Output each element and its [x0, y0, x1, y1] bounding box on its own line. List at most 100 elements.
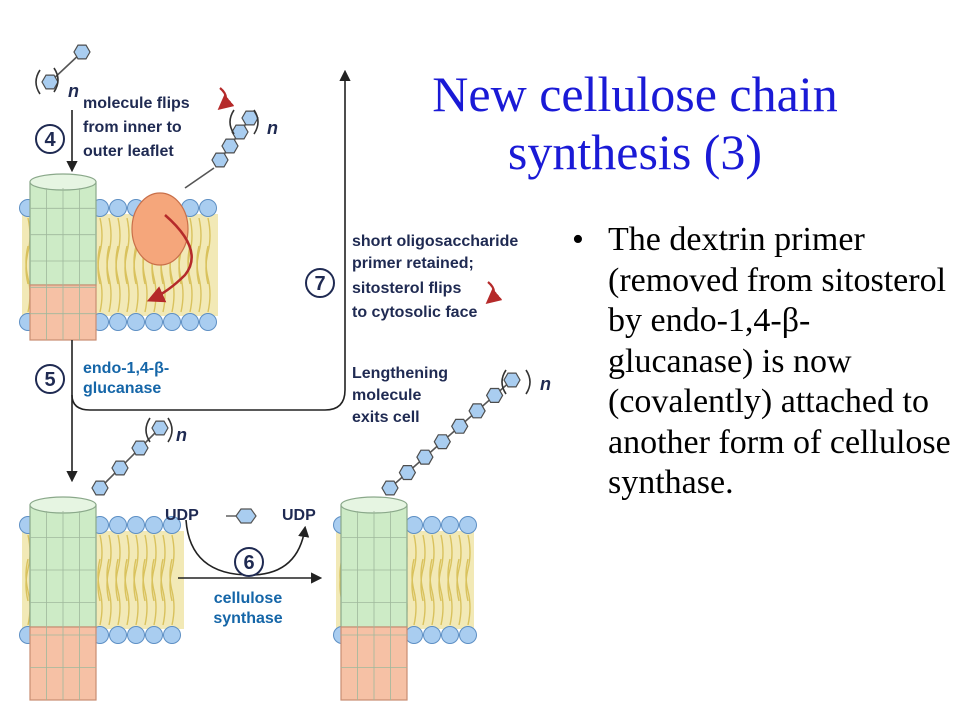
glucose-hexagon — [433, 434, 451, 450]
lengthening-label-line1: Lengthening — [352, 365, 448, 382]
paren-step4-open — [229, 109, 235, 135]
paren-top-left-close — [53, 67, 59, 93]
lipid-head-lower — [145, 626, 163, 644]
lipid-head-upper — [423, 516, 441, 534]
glucose-hexagon — [151, 420, 169, 436]
glucose-hexagon — [485, 387, 504, 403]
synthase-top-cap — [29, 173, 97, 191]
paren-step4-close — [253, 109, 259, 135]
glucose-chains — [35, 44, 531, 496]
membrane-layers — [19, 173, 477, 701]
synthase-top-cap — [340, 496, 408, 514]
paren-step5-open — [145, 417, 151, 443]
lipid-head-lower — [145, 313, 163, 331]
lipid-head-lower — [441, 626, 459, 644]
bullet-marker: • — [572, 221, 584, 258]
paren-lengthening-open — [501, 369, 507, 395]
svg-text:5: 5 — [44, 369, 55, 391]
step4-label-line3: outer leaflet — [83, 143, 174, 160]
n-label-step4: n — [267, 118, 278, 138]
lipid-head-lower — [181, 313, 199, 331]
lipid-head-upper — [163, 516, 181, 534]
bullet-list: • The dextrin primer (removed from sitos… — [572, 220, 952, 504]
chain-step4-link — [184, 167, 215, 189]
paren-step5-close — [167, 417, 173, 443]
glucose-hexagon — [131, 440, 149, 456]
title-line-1: New cellulose chain — [432, 66, 838, 122]
step4-label-line2: from inner to — [83, 119, 182, 136]
glucose-hexagon — [91, 480, 109, 496]
synthase-bottom-left — [29, 496, 97, 701]
chain-bond — [99, 427, 161, 489]
glucose-hexagon — [451, 418, 469, 434]
flippase-protein — [131, 192, 189, 266]
lipid-head-lower — [127, 626, 145, 644]
step7-badge: 7 — [305, 268, 335, 298]
svg-text:7: 7 — [314, 273, 325, 295]
glucose-hexagon — [73, 44, 91, 60]
arrow-step7-loop — [71, 69, 351, 411]
synthase-top-left — [29, 173, 97, 341]
red-curved-arrow-top — [217, 87, 235, 110]
slide-title: New cellulose chain synthesis (3) — [355, 65, 915, 181]
lipid-head-lower — [199, 313, 217, 331]
chain-step5 — [91, 420, 169, 496]
udp-left-label: UDP — [165, 507, 199, 524]
synthase-top-cap — [29, 496, 97, 514]
lipid-head-upper — [127, 516, 145, 534]
glucose-hexagon — [503, 372, 521, 388]
lipid-head-lower — [163, 626, 181, 644]
step6-label-line1: cellulose — [214, 590, 283, 607]
glucose-hexagon — [416, 449, 434, 465]
chain-top-left — [41, 44, 91, 90]
n-label-lengthening: n — [540, 374, 551, 394]
lipid-head-upper — [405, 516, 423, 534]
step6-label-line2: synthase — [213, 610, 282, 627]
lipid-head-lower — [405, 626, 423, 644]
step7-label-line1: short oligosaccharide — [352, 233, 518, 250]
red-curved-arrow-sitosterol — [485, 281, 503, 304]
chain-lengthening — [381, 372, 521, 496]
n-label-step5: n — [176, 425, 187, 445]
glucose-hexagon — [41, 74, 59, 90]
lipid-head-upper — [109, 516, 127, 534]
step5-label-line2: glucanase — [83, 380, 161, 397]
step4-label-line1: molecule flips — [83, 95, 190, 112]
glucose-hexagon — [231, 124, 249, 140]
step7-label-line2: primer retained; — [352, 255, 474, 272]
svg-text:6: 6 — [243, 552, 254, 574]
paren-top-left-open — [35, 69, 41, 95]
lipid-head-lower — [163, 313, 181, 331]
lipid-head-upper — [199, 199, 217, 217]
lipid-head-upper — [459, 516, 477, 534]
lipid-head-upper — [109, 199, 127, 217]
svg-text:4: 4 — [44, 129, 56, 151]
udp-right-label: UDP — [282, 507, 316, 524]
glucose-hexagon — [221, 138, 239, 154]
lipid-head-lower — [109, 313, 127, 331]
flip-arrow-red — [146, 214, 193, 303]
lipid-head-upper — [441, 516, 459, 534]
step7-label-line3: sitosterol flips — [352, 280, 461, 297]
step5-label-line1: endo-1,4-β- — [83, 360, 169, 377]
step7-label-line4: to cytosolic face — [352, 304, 477, 321]
lengthening-label-line2: molecule — [352, 387, 421, 404]
lipid-head-lower — [459, 626, 477, 644]
n-label-top: n — [68, 81, 79, 101]
glucose-hexagon — [468, 403, 486, 419]
chain-step4 — [211, 110, 259, 168]
glucose-hexagon — [398, 465, 417, 481]
udp-glucose-hexagon — [235, 508, 257, 524]
lipid-head-lower — [109, 626, 127, 644]
chain-bond — [219, 117, 251, 161]
lipid-head-lower — [127, 313, 145, 331]
synthase-bottom-right — [340, 496, 408, 701]
glucose-hexagon — [381, 480, 399, 496]
lipid-head-lower — [423, 626, 441, 644]
glucose-hexagon — [111, 460, 129, 476]
glucose-hexagon — [211, 152, 229, 168]
step6-badge: 6 — [234, 547, 264, 577]
lipid-head-upper — [145, 516, 163, 534]
